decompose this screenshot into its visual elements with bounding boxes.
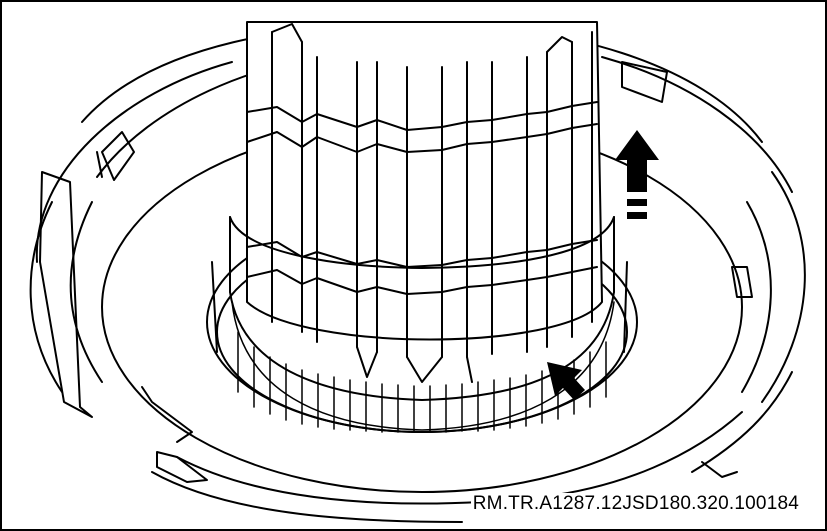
housing-tabs [39,61,753,483]
removal-direction-arrow [615,130,659,219]
clutch-drum [231,301,615,433]
location-pointer-arrow [547,362,585,400]
shaft-collar [229,216,615,269]
retaining-ring [229,291,615,401]
shaft-splines [246,23,598,383]
figure-reference-code: RM.TR.A1287.12JSD180.320.100184 [470,493,801,515]
splined-shaft [246,21,603,341]
